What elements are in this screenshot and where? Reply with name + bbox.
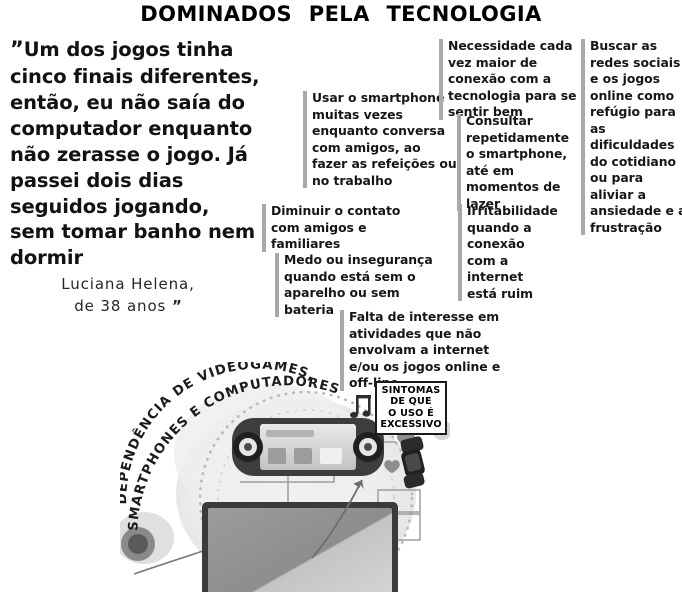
quote-attribution: Luciana Helena, de 38 anos ”: [10, 274, 260, 318]
quote-close-mark: ”: [171, 297, 182, 316]
callout-text: Buscar as redes sociais e os jogos onlin…: [590, 38, 682, 235]
callout-bar: [275, 253, 279, 317]
callout-bar: [458, 204, 462, 301]
music-note-icon: [350, 395, 371, 418]
callout-text: Necessidade cada vez maior de conexão co…: [448, 38, 577, 119]
callout-usar-smartphone: Usar o smartphone muitas vezes enquanto …: [303, 90, 458, 189]
quote-attribution-name: Luciana Helena,: [61, 275, 195, 294]
quote-text: ”Um dos jogos tinha cinco finais diferen…: [10, 36, 260, 271]
smartwatch-icon: [400, 436, 425, 489]
handheld-game-device: [232, 418, 384, 476]
callout-bar: [303, 91, 307, 188]
callout-bar: [581, 39, 585, 235]
symptoms-line-2: DE QUE: [390, 396, 432, 408]
monitor-illustration: [202, 502, 398, 592]
callout-bar: [340, 310, 344, 391]
callout-irritabilidade-conexao: Irritabilidade quando a conexão com a in…: [458, 203, 558, 302]
callout-necessidade-conexao: Necessidade cada vez maior de conexão co…: [439, 38, 580, 121]
callout-bar: [439, 39, 443, 120]
callout-bar: [262, 204, 266, 252]
callout-text: Diminuir o contato com amigos e familiar…: [271, 203, 401, 251]
quote-open-mark: ”: [10, 37, 24, 61]
symptoms-line-4: EXCESSIVO: [380, 418, 442, 430]
quote-attribution-age-line: de 38 anos ”: [10, 296, 246, 318]
callout-diminuir-contato: Diminuir o contato com amigos e familiar…: [262, 203, 423, 253]
symptoms-box: SINTOMAS DE QUE O USO É EXCESSIVO: [375, 381, 447, 436]
symptoms-line-3: O USO É: [388, 407, 434, 419]
callout-bar: [457, 114, 461, 211]
callout-text: Usar o smartphone muitas vezes enquanto …: [312, 90, 457, 188]
callout-text: Irritabilidade quando a conexão com a in…: [467, 203, 558, 301]
technology-addiction-illustration: DEPENDÊNCIA DE VIDEOGAMES, SMARTPHONES E…: [120, 362, 450, 592]
upward-arrow-icon: [311, 479, 364, 559]
callout-buscar-redes-sociais: Buscar as redes sociais e os jogos onlin…: [581, 38, 682, 236]
page-title: DOMINADOS PELA TECNOLOGIA: [140, 2, 542, 26]
callout-text: Falta de interesse em atividades que não…: [349, 309, 501, 390]
callout-text: Medo ou insegurança quando está sem o ap…: [284, 252, 433, 317]
symptoms-line-1: SINTOMAS: [381, 385, 441, 396]
callout-text: Consultar repetidamente o smartphone, at…: [466, 113, 570, 211]
callout-falta-de-interesse: Falta de interesse em atividades que não…: [340, 309, 519, 392]
callout-medo-inseguranca: Medo ou insegurança quando está sem o ap…: [275, 252, 444, 318]
callout-consultar-repetidamente: Consultar repetidamente o smartphone, at…: [457, 113, 578, 212]
quote-attribution-age: de 38 anos: [74, 297, 167, 316]
quote-body: Um dos jogos tinha cinco finais diferent…: [10, 38, 260, 270]
camera-lens-shape: [120, 512, 174, 564]
quote-block: ”Um dos jogos tinha cinco finais diferen…: [10, 36, 260, 318]
